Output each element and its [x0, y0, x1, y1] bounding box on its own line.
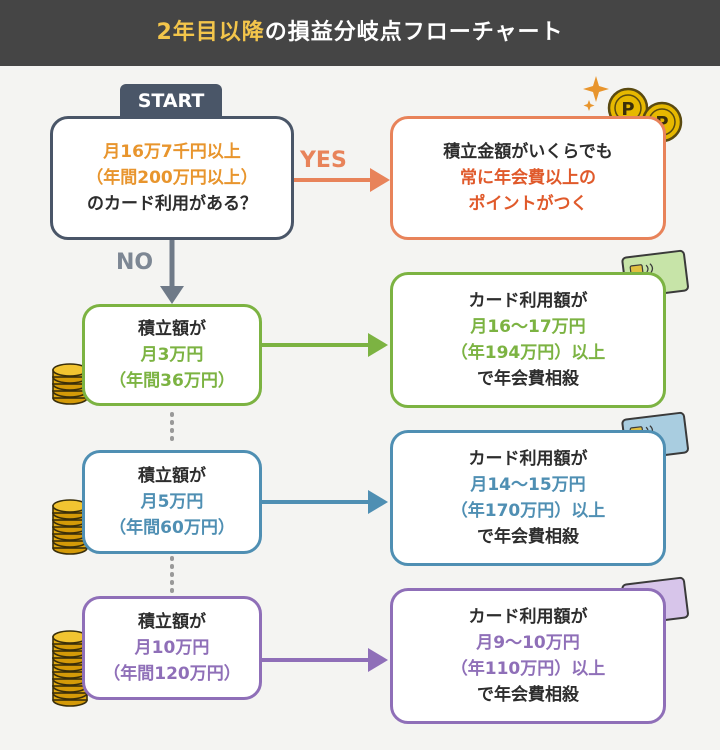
tier-savings-line-2: 月3万円 [140, 345, 204, 365]
tier-3-savings-box: 積立額が 月10万円 （年間120万円） [82, 596, 262, 700]
no-label: NO [116, 250, 154, 275]
yes-arrow-icon [292, 168, 390, 192]
tier-result-line-1: カード利用額が [468, 449, 588, 469]
tier-result-line-4: で年会費相殺 [477, 527, 579, 547]
tier-arrow-icon [262, 648, 388, 672]
tier-result-line-1: カード利用額が [468, 607, 588, 627]
tier-result-line-3: （年194万円）以上 [450, 343, 606, 363]
title-accent: 2年目以降 [156, 20, 265, 45]
tier-3-result-box: カード利用額が 月9〜10万円 （年110万円）以上 で年会費相殺 [390, 588, 666, 724]
tier-savings-line-1: 積立額が [138, 612, 206, 632]
yes-label: YES [300, 148, 347, 173]
tier-arrow-icon [262, 333, 388, 357]
no-arrow-icon [160, 240, 184, 304]
tier-savings-line-3: （年間120万円） [103, 664, 241, 684]
tier-arrow-icon [262, 490, 388, 514]
start-line-3: のカード利用がある？ [87, 194, 257, 214]
tier-1-savings-box: 積立額が 月3万円 （年間36万円） [82, 304, 262, 406]
title-rest: の損益分岐点フローチャート [264, 20, 564, 45]
start-line-2: （年間200万円以上） [86, 168, 258, 188]
tier-savings-line-3: （年間36万円） [109, 371, 235, 391]
yes-result-box: 積立金額がいくらでも 常に年会費以上の ポイントがつく [390, 116, 666, 240]
yes-result-line-1: 積立金額がいくらでも [443, 142, 613, 162]
tier-result-line-4: で年会費相殺 [477, 685, 579, 705]
tier-result-line-2: 月14〜15万円 [470, 475, 586, 495]
coin-stack-icon [52, 499, 88, 555]
tier-result-line-1: カード利用額が [468, 291, 588, 311]
svg-text:P: P [621, 99, 634, 120]
tier-result-line-3: （年110万円）以上 [450, 659, 606, 679]
tier-savings-line-2: 月10万円 [134, 638, 210, 658]
sparkle-icon [583, 76, 609, 111]
tier-savings-line-2: 月5万円 [140, 492, 204, 512]
tier-savings-line-1: 積立額が [138, 319, 206, 339]
start-line-1: 月16万7千円以上 [103, 142, 241, 162]
yes-result-line-2: 常に年会費以上の [460, 168, 596, 188]
page-title: 2年目以降の損益分岐点フローチャート [0, 0, 720, 66]
start-question-box: 月16万7千円以上 （年間200万円以上） のカード利用がある？ [50, 116, 294, 240]
tier-savings-line-3: （年間60万円） [109, 518, 235, 538]
tier-result-line-4: で年会費相殺 [477, 369, 579, 389]
start-tag: START [120, 84, 222, 118]
tier-result-line-3: （年170万円）以上 [450, 501, 606, 521]
tier-savings-line-1: 積立額が [138, 466, 206, 486]
tier-result-line-2: 月16〜17万円 [470, 317, 586, 337]
tier-2-savings-box: 積立額が 月5万円 （年間60万円） [82, 450, 262, 554]
title-bar [0, 0, 720, 66]
tier-result-line-2: 月9〜10万円 [476, 633, 580, 653]
coin-stack-icon [52, 630, 88, 707]
tier-2-result-box: カード利用額が 月14〜15万円 （年170万円）以上 で年会費相殺 [390, 430, 666, 566]
yes-result-line-3: ポイントがつく [468, 194, 588, 214]
tier-1-result-box: カード利用額が 月16〜17万円 （年194万円）以上 で年会費相殺 [390, 272, 666, 408]
